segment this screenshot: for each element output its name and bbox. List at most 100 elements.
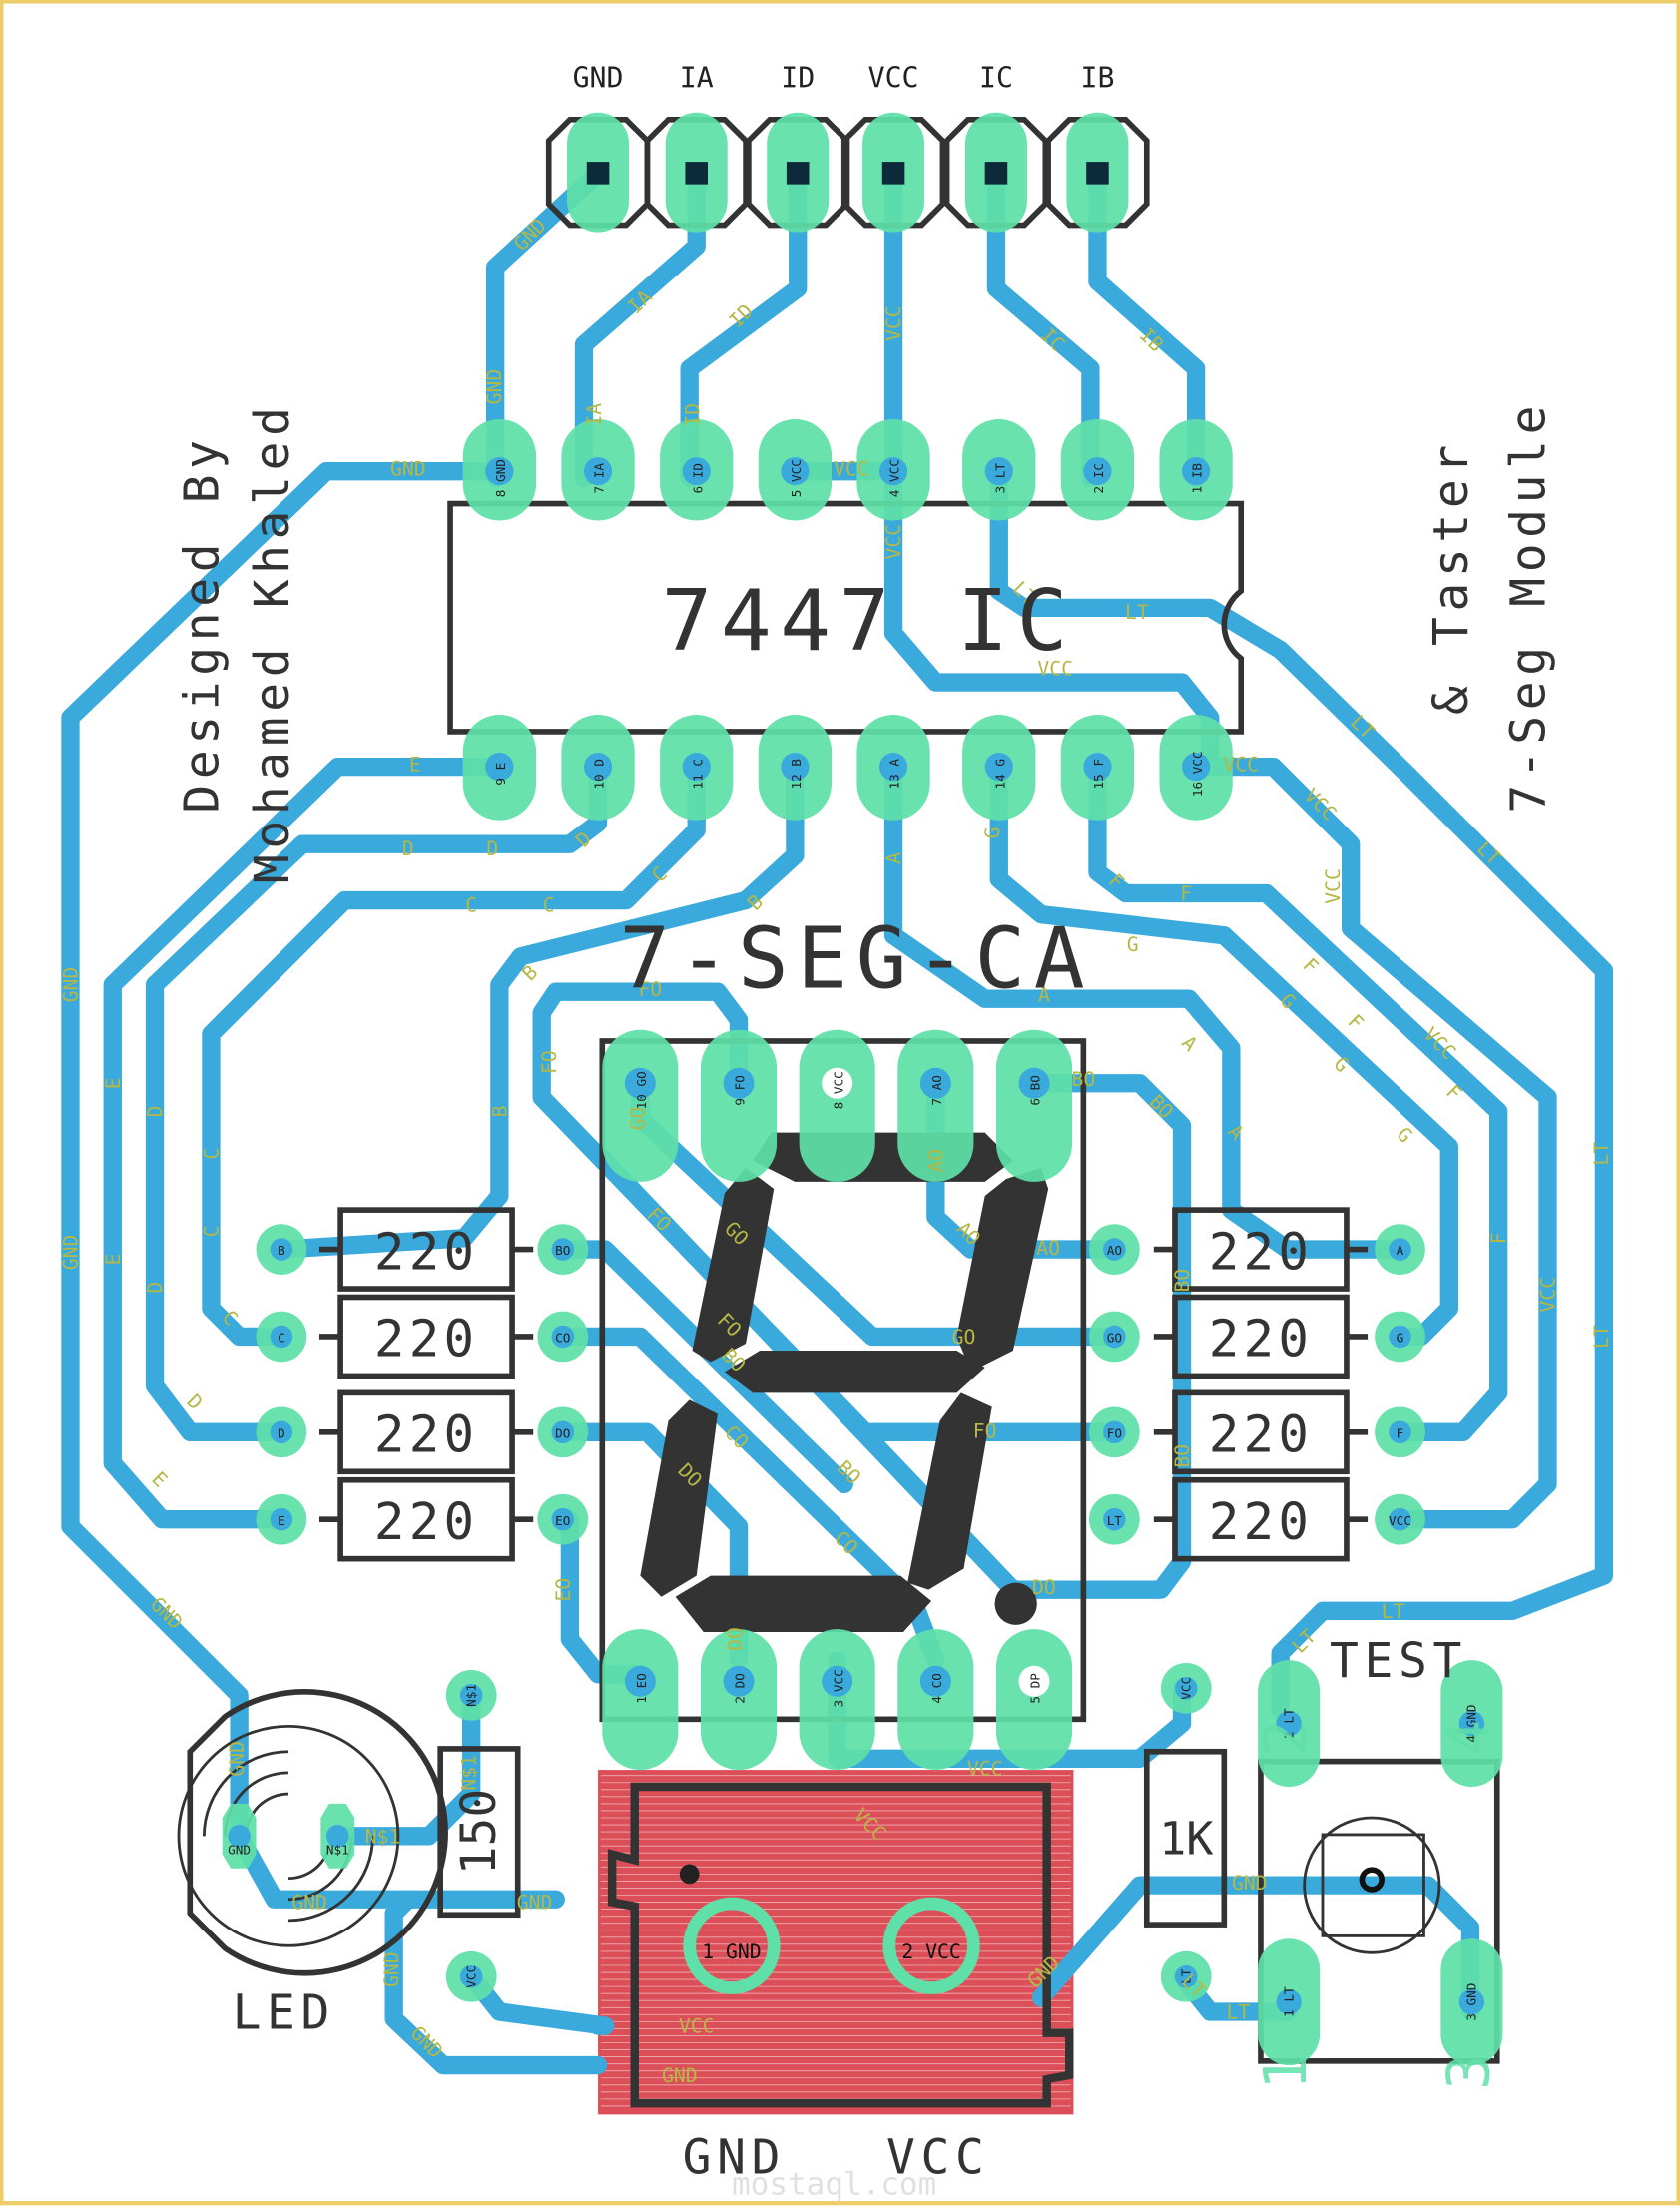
net-label-lt: LT — [1590, 1142, 1613, 1166]
resistor-left-4-pin-label: E — [278, 1513, 285, 1528]
net-label-e: E — [102, 1077, 125, 1089]
seven-seg-pad-top — [700, 1029, 778, 1182]
trace-ns1 — [328, 1686, 481, 1846]
header-pin-square — [984, 162, 1008, 185]
resistor-right-4-hole — [1103, 1507, 1126, 1531]
resistor-left-4-hole — [270, 1507, 293, 1531]
seven-seg-hole — [624, 1665, 656, 1697]
ic-hole — [485, 753, 514, 782]
seven-seg-pin-label: 10 GO — [634, 1071, 649, 1109]
resistor-1k-hole — [1174, 1677, 1198, 1700]
resistor-right-1-hole — [1389, 1238, 1411, 1261]
net-label-lt: LT — [1590, 1325, 1613, 1349]
net-label-e: E — [102, 1254, 125, 1266]
resistor-right-4-value: 220 — [1209, 1492, 1313, 1551]
ic-pin-label: 1 IB — [1190, 463, 1205, 494]
ic-hole — [984, 457, 1013, 486]
net-label-b: B — [488, 1106, 511, 1118]
power-pad — [683, 1897, 781, 1994]
net-label-bo: BO — [1171, 1444, 1194, 1468]
net-label-go: GO — [952, 1326, 976, 1349]
net-label-c: C — [543, 893, 555, 916]
button-silk-number: 2 — [1251, 1720, 1320, 1756]
ic-pin-label: 7 IA — [592, 463, 607, 494]
resistor-150-hole — [459, 1684, 483, 1707]
seven-seg-pad-bottom — [897, 1629, 974, 1771]
seven-seg-pad-top — [995, 1029, 1073, 1182]
trace-lt — [989, 462, 1614, 1719]
test-label: TEST — [1330, 1634, 1467, 1689]
trace-a — [883, 757, 1409, 1259]
trace-gnd — [1031, 1876, 1480, 2021]
net-label-vcc: VCC — [882, 305, 905, 341]
seven-seg-hole — [624, 1067, 656, 1099]
ic-pin-label: 10 D — [592, 759, 607, 790]
net-label-gnd: GND — [380, 1951, 403, 1987]
resistor-left-2-pin-label: CO — [555, 1331, 570, 1346]
seven-seg-hole — [1018, 1665, 1050, 1697]
net-label-d: D — [486, 837, 498, 860]
resistor-150-body — [437, 1746, 521, 1919]
resistor-left-3-hole — [551, 1420, 575, 1444]
resistor-right-3-pin-label: F — [1397, 1425, 1404, 1440]
resistor-right-3-hole — [1103, 1420, 1126, 1444]
seven-seg-pad-top — [602, 1029, 679, 1182]
resistor-right-3-body — [1172, 1389, 1350, 1475]
seg-f — [692, 1167, 775, 1363]
net-label-gnd: GND — [60, 967, 83, 1003]
power-pad — [882, 1897, 980, 1994]
resistor-right-2-pin-label: G — [1397, 1331, 1404, 1346]
ic-hole — [781, 753, 810, 782]
trace-e — [103, 757, 509, 1529]
net-label-ns1: N$1 — [457, 1755, 480, 1791]
trace-g — [989, 757, 1458, 1347]
button-pin-label: 3 GND — [1464, 1983, 1479, 2021]
resistor-left-4-pin-label: EO — [555, 1513, 570, 1528]
net-label-g: G — [981, 827, 1004, 838]
ic-pin-label: 6 ID — [690, 463, 705, 494]
power-pin-label: 2 VCC — [901, 1940, 960, 1963]
resistor-right-4-body — [1172, 1476, 1350, 1562]
header-pin-square — [881, 162, 905, 185]
net-label-gnd: GND — [662, 2064, 698, 2087]
resistor-left-2-pin-label: C — [278, 1331, 285, 1346]
ic-hole — [1182, 457, 1211, 486]
ic-hole — [781, 457, 810, 486]
header-pin-square — [685, 162, 709, 185]
power-vcc-label: VCC — [886, 2131, 989, 2186]
resistor-150-hole — [459, 1964, 483, 1988]
net-label-c: C — [200, 1225, 223, 1237]
ic-pin-label: 3 LT — [992, 463, 1007, 494]
net-label-d: D — [144, 1106, 167, 1118]
seg-b — [956, 1167, 1049, 1373]
seg-e — [640, 1399, 718, 1597]
net-label-f: F — [1343, 1010, 1368, 1035]
net-label-gnd: GND — [517, 1892, 553, 1915]
resistor-right-3-hole — [1389, 1420, 1411, 1444]
led-pin-label: N$1 — [326, 1843, 349, 1858]
net-label-go: GO — [627, 1107, 650, 1131]
net-label-vcc: VCC — [1037, 658, 1073, 681]
resistor-left-2-value: 220 — [374, 1310, 478, 1369]
resistor-left-2-hole — [270, 1325, 293, 1349]
net-label-vcc: VCC — [834, 457, 869, 480]
seven-seg-hole — [822, 1665, 853, 1697]
resistor-left-4-value: 220 — [374, 1492, 478, 1551]
trace-d — [145, 757, 608, 1441]
net-label-ia: IA — [583, 403, 606, 427]
led-arc — [287, 1836, 374, 1923]
trace-gnd — [61, 462, 565, 1909]
seven-seg-hole — [1018, 1067, 1050, 1099]
resistor-left-1-pin-label: B — [278, 1243, 285, 1258]
ic-outline — [447, 500, 1245, 735]
resistor-1k-pin-label: LT — [1178, 1968, 1193, 1984]
power-connector-outline — [607, 1782, 1074, 2108]
net-label-do: DO — [1032, 1576, 1056, 1599]
net-label-do: DO — [724, 1627, 747, 1651]
button-cap — [1303, 1816, 1441, 1954]
seven-seg-pad-bottom — [700, 1629, 778, 1771]
net-label-a: A — [1038, 984, 1050, 1007]
button-pin-label: 1 LT — [1281, 1986, 1296, 2017]
header-pin-label: ID — [781, 61, 815, 94]
